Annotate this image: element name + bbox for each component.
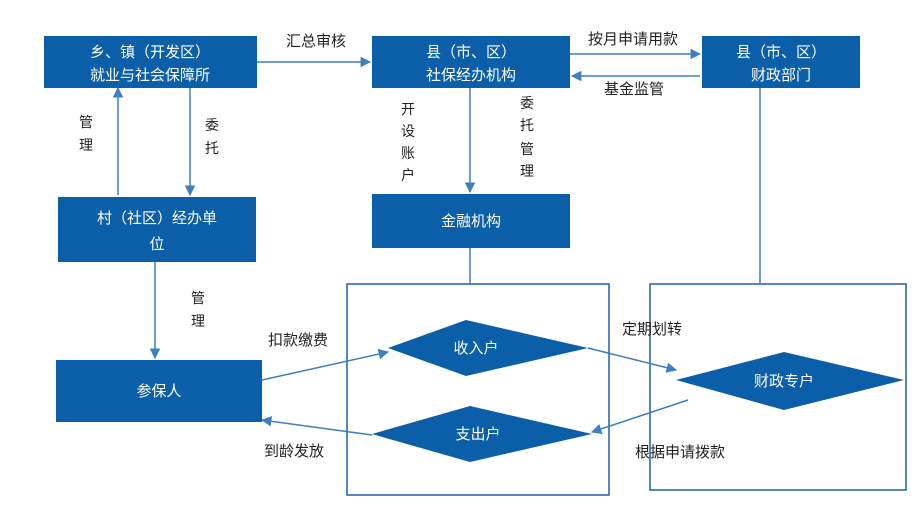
- county-finance-line2: 财政部门: [751, 66, 811, 84]
- open-account-char-2: 设: [401, 124, 415, 140]
- manage-1-char-1: 管: [79, 115, 93, 131]
- edge-age-payout: [260, 416, 373, 436]
- county-social-box: [372, 36, 570, 88]
- entrust-manage-char-2: 托: [520, 118, 534, 134]
- manage-1-char-2: 理: [79, 138, 93, 154]
- expense-account-label: 支出户: [455, 425, 500, 443]
- county-finance-line1: 县（市、区）: [736, 43, 826, 61]
- edge-deduct-fee: [261, 348, 390, 381]
- entrust-manage-char-1: 委: [520, 96, 534, 112]
- county-finance-box: [702, 36, 860, 88]
- income-account-diamond: [388, 320, 588, 376]
- manage-2-char-1: 管: [191, 291, 205, 307]
- village-line2: 位: [149, 235, 164, 253]
- county-social-line2: 社保经办机构: [426, 66, 516, 84]
- county-social-line1: 县（市、区）: [426, 43, 516, 61]
- township-line2: 就业与社会保障所: [90, 66, 210, 84]
- financial-institution-box: [372, 194, 570, 248]
- open-account-char-3: 账: [401, 146, 415, 162]
- edge-periodic-transfer: [587, 347, 678, 373]
- monthly-request-label: 按月申请用款: [588, 30, 678, 48]
- village-box: [58, 197, 256, 262]
- finance-account-diamond: [676, 352, 904, 410]
- financial-institution-label: 金融机构: [441, 212, 501, 230]
- village-line1: 村（社区）经办单: [97, 209, 217, 227]
- deduct-fee-label: 扣款缴费: [268, 331, 328, 349]
- edge-allocate: [591, 399, 689, 434]
- age-payout-label: 到龄发放: [264, 442, 324, 460]
- insured-label: 参保人: [136, 382, 181, 400]
- finance-frame: [649, 283, 907, 491]
- entrust-1-char-2: 托: [205, 141, 219, 157]
- open-account-char-4: 户: [401, 167, 415, 184]
- manage-2-char-2: 理: [191, 314, 205, 330]
- open-account-char-1: 开: [401, 102, 415, 118]
- allocate-label: 根据申请拨款: [635, 443, 725, 461]
- entrust-manage-char-3: 管: [520, 142, 534, 158]
- expense-account-diamond: [372, 406, 592, 462]
- entrust-manage-char-4: 理: [520, 164, 534, 180]
- insured-box: [56, 360, 262, 422]
- periodic-transfer-label: 定期划转: [622, 320, 682, 338]
- financial-frame: [346, 283, 610, 496]
- income-account-label: 收入户: [453, 339, 498, 357]
- summary-review-label: 汇总审核: [286, 32, 346, 50]
- township-box: [44, 36, 257, 88]
- township-line1: 乡、镇（开发区）: [90, 43, 210, 61]
- fund-supervision-label: 基金监管: [604, 80, 664, 98]
- finance-account-label: 财政专户: [754, 372, 814, 390]
- entrust-1-char-1: 委: [205, 118, 219, 134]
